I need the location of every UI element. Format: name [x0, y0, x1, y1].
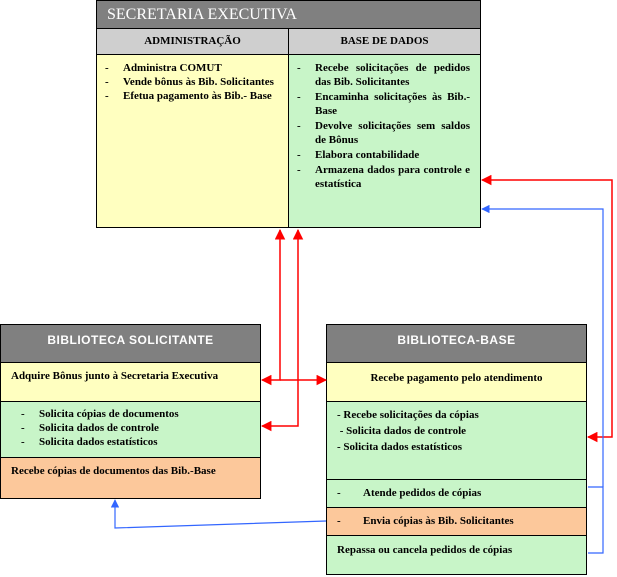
arrow-secretaria-base-requests	[480, 174, 613, 443]
solicitante-receive-text: Recebe cópias de documentos das Bib.-Bas…	[11, 465, 216, 477]
list-item: Solicita cópias de documentos	[13, 407, 260, 421]
administracao-list: Administra COMUT Vende bônus às Bib. Sol…	[97, 61, 282, 103]
list-item: Encaminha solicitações às Bib.-Base	[289, 90, 470, 118]
list-item: - Solicita dados estatísticos	[337, 441, 462, 453]
list-item: Devolve solicitações sem saldos de Bônus	[289, 119, 470, 147]
list-item: Administra COMUT	[97, 61, 282, 75]
base-attend-text: Atende pedidos de cópias	[363, 487, 482, 499]
base-de-dados-panel: Recebe solicitações de pedidos das Bib. …	[288, 54, 481, 228]
base-forward-text: Repassa ou cancela pedidos de cópias	[337, 544, 513, 556]
secretaria-title: SECRETARIA EXECUTIVA	[107, 6, 297, 23]
solicitante-title: BIBLIOTECA SOLICITANTE	[47, 333, 214, 347]
administracao-panel: Administra COMUT Vende bônus às Bib. Sol…	[96, 54, 289, 228]
secretaria-title-bar: SECRETARIA EXECUTIVA	[96, 0, 481, 29]
list-item: - Solicita dados de controle	[337, 425, 467, 437]
solicitante-row-requests: Solicita cópias de documentos Solicita d…	[0, 401, 261, 458]
base-de-dados-list: Recebe solicitações de pedidos das Bib. …	[289, 61, 470, 191]
base-row-send: - Envia cópias às Bib. Solicitantes	[326, 507, 587, 536]
list-item: - Recebe solicitações da cópias	[337, 409, 479, 421]
solicitante-row-bonus: Adquire Bônus junto à Secretaria Executi…	[0, 362, 261, 402]
solicitante-title-bar: BIBLIOTECA SOLICITANTE	[0, 324, 261, 363]
solicitante-requests-list: Solicita cópias de documentos Solicita d…	[13, 407, 260, 449]
list-item: Recebe solicitações de pedidos das Bib. …	[289, 61, 470, 89]
arrow-requests-to-secretaria	[260, 228, 304, 432]
base-de-dados-header-label: BASE DE DADOS	[340, 35, 429, 47]
base-send-text: Envia cópias às Bib. Solicitantes	[363, 515, 514, 527]
list-item: Solicita dados de controle	[13, 421, 260, 435]
dash-marker: -	[337, 515, 341, 527]
arrow-base-to-secretaria-data-up	[481, 204, 604, 487]
base-de-dados-header: BASE DE DADOS	[288, 28, 481, 55]
arrow-send-to-solicitante	[110, 499, 327, 529]
solicitante-row-receive: Recebe cópias de documentos das Bib.-Bas…	[0, 457, 261, 499]
list-item: Armazena dados para controle e estatísti…	[289, 163, 470, 191]
list-item: Vende bônus às Bib. Solicitantes	[97, 75, 282, 89]
dash-marker: -	[337, 487, 341, 499]
administracao-header-label: ADMINISTRAÇÃO	[144, 35, 241, 47]
arrow-base-to-secretaria-data	[588, 486, 604, 554]
list-item: Efetua pagamento às Bib.- Base	[97, 89, 282, 103]
base-row-attend: - Atende pedidos de cópias	[326, 479, 587, 508]
list-item: Solicita dados estatísticos	[13, 435, 260, 449]
base-row-forward: Repassa ou cancela pedidos de cópias	[326, 535, 587, 575]
list-item: Elabora contabilidade	[289, 148, 470, 162]
solicitante-bonus-text: Adquire Bônus junto à Secretaria Executi…	[11, 370, 219, 382]
arrow-bonus-to-secretaria	[260, 228, 286, 386]
